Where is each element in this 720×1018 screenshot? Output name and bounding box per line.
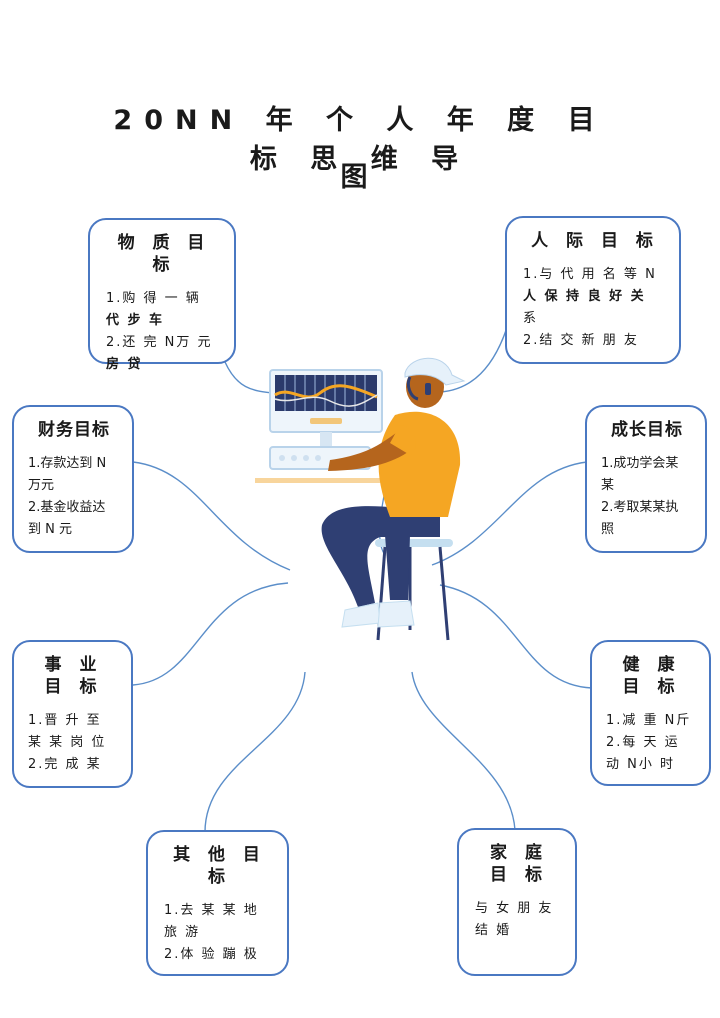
node-other: 其 他 目 标 1.去 某 某 地 旅 游 2.体 验 蹦 极 [146, 830, 289, 976]
link-social [439, 317, 511, 393]
link-other [204, 671, 306, 833]
node-family-line-1: 与 女 朋 友 [475, 901, 554, 916]
node-social-title: 人 际 目 标 [531, 231, 659, 251]
person-at-computer-illustration [255, 357, 466, 641]
node-material-line-1: 1.购 得 一 辆 [106, 291, 201, 306]
node-growth-title: 成长目标 [611, 420, 683, 440]
node-material-title: 物 质 目 标 [117, 233, 211, 275]
node-finance-line-2: 万元 [28, 478, 55, 493]
node-career-line-1: 1.晋 升 至 [28, 713, 102, 728]
node-material-line-3: 2.还 完 N万 元 [106, 335, 213, 350]
node-finance: 财务目标 1.存款达到 N 万元 2.基金收益达 到 N 元 [12, 405, 134, 553]
node-social-line-2: 人 保 持 良 好 关 [523, 289, 646, 304]
node-finance-line-3: 2.基金收益达 [28, 500, 106, 515]
node-growth-line-3: 2.考取某某执 [601, 500, 679, 515]
node-health-line-3: 动 N小 时 [606, 757, 675, 772]
node-social-line-3: 系 [523, 311, 539, 326]
node-health-line-2: 2.每 天 运 [606, 735, 680, 750]
page-title: 20NN 年 个 人 年 度 目 标 思 维 导 [113, 105, 607, 175]
node-other-line-2: 旅 游 [164, 925, 201, 940]
node-finance-line-1: 1.存款达到 N [28, 456, 107, 471]
link-health [439, 584, 593, 689]
page-title-cont: 图 [340, 162, 380, 193]
node-health: 健 康 目 标 1.减 重 N斤 2.每 天 运 动 N小 时 [590, 640, 711, 786]
node-growth-line-4: 照 [601, 522, 615, 537]
node-social-line-4: 2.结 交 新 朋 友 [523, 333, 639, 348]
node-growth-line-2: 某 [601, 478, 615, 493]
node-social: 人 际 目 标 1.与 代 用 名 等 N 人 保 持 良 好 关 系 2.结 … [505, 216, 681, 364]
link-career [132, 582, 289, 686]
node-health-title: 健 康 目 标 [622, 655, 681, 697]
node-other-line-1: 1.去 某 某 地 [164, 903, 259, 918]
node-career-title: 事 业 目 标 [44, 655, 103, 697]
node-material: 物 质 目 标 1.购 得 一 辆 代 步 车 2.还 完 N万 元 房 贷 [88, 218, 236, 372]
node-material-line-2: 代 步 车 [106, 313, 165, 328]
node-finance-line-4: 到 N 元 [28, 522, 72, 537]
node-career: 事 业 目 标 1.晋 升 至 某 某 岗 位 2.完 成 某 [12, 640, 133, 788]
node-family-title: 家 庭 目 标 [490, 843, 548, 885]
node-career-line-3: 2.完 成 某 [28, 757, 102, 772]
node-growth-line-1: 1.成功学会某 [601, 456, 679, 471]
node-health-line-1: 1.减 重 N斤 [606, 713, 692, 728]
node-social-line-1: 1.与 代 用 名 等 N [523, 267, 657, 282]
link-growth [431, 461, 588, 566]
node-material-line-4: 房 贷 [106, 357, 143, 372]
node-family-line-2: 结 婚 [475, 923, 512, 938]
link-finance [132, 461, 291, 571]
node-growth: 成长目标 1.成功学会某 某 2.考取某某执 照 [585, 405, 707, 553]
link-family [411, 671, 516, 831]
node-other-title: 其 他 目 标 [173, 845, 266, 887]
node-finance-title: 财务目标 [38, 420, 110, 440]
node-other-line-3: 2.体 验 蹦 极 [164, 947, 259, 962]
node-career-line-2: 某 某 岗 位 [28, 735, 107, 750]
node-family: 家 庭 目 标 与 女 朋 友 结 婚 [457, 828, 577, 976]
